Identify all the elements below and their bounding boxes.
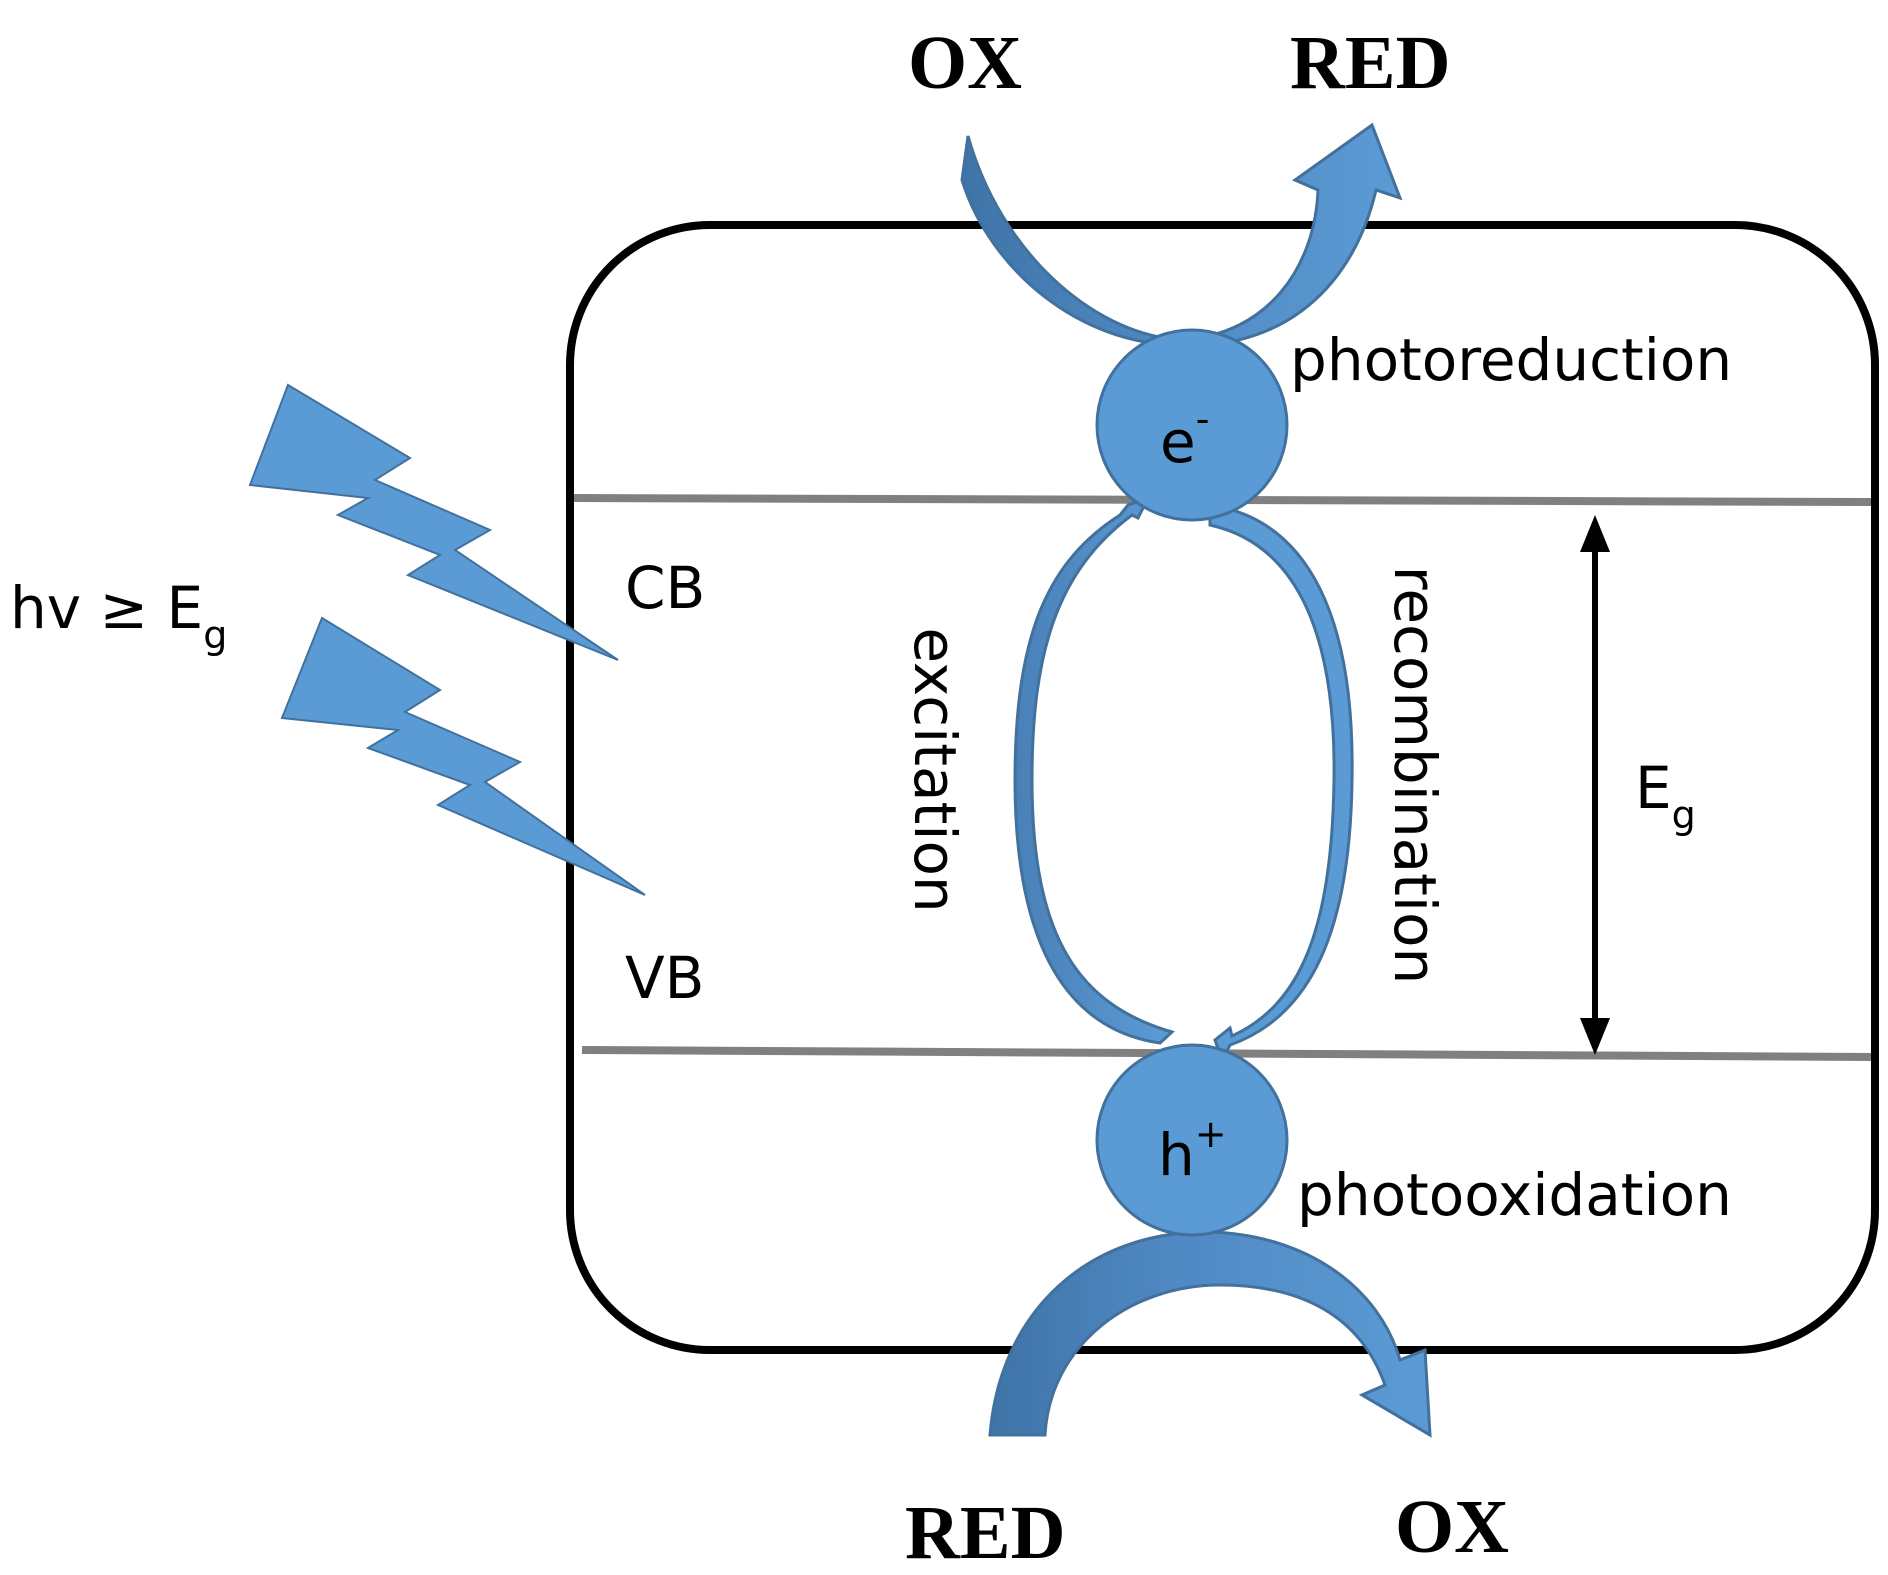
hole-symbol: h — [1158, 1121, 1195, 1189]
conduction-band-label: CB — [625, 554, 705, 622]
top-reactant-label: OX — [908, 21, 1022, 105]
valence-band-label: VB — [625, 944, 704, 1012]
band-gap-arrow-head-up — [1580, 515, 1610, 552]
hole-charge: + — [1195, 1112, 1227, 1156]
band-gap-sub: g — [1672, 793, 1696, 837]
bottom-product-label: OX — [1395, 1485, 1509, 1569]
hole-label: h+ — [1158, 1112, 1227, 1189]
light-energy-label: hv ≥ Eg — [10, 574, 227, 657]
light-energy-sub: g — [203, 613, 227, 657]
electron-label: e- — [1160, 397, 1209, 476]
photooxidation-arrow — [988, 1230, 1432, 1438]
semiconductor-particle-frame — [566, 221, 1879, 1354]
recombination-label: recombination — [1381, 566, 1449, 984]
electron-symbol: e — [1160, 408, 1196, 476]
bottom-reactant-label: RED — [905, 1491, 1065, 1575]
photoreduction-arrow — [960, 122, 1403, 347]
band-gap-symbol: E — [1635, 754, 1672, 822]
band-gap-label: Eg — [1635, 754, 1696, 837]
excitation-arrow — [1013, 495, 1175, 1045]
excitation-label: excitation — [901, 627, 969, 912]
electron-circle — [1095, 328, 1289, 522]
light-bolt-upper-icon — [248, 383, 619, 661]
light-bolt-lower-icon — [280, 616, 646, 896]
electron-charge: - — [1196, 397, 1210, 441]
hole-circle — [1095, 1043, 1289, 1237]
top-product-label: RED — [1290, 21, 1450, 105]
light-energy-main: hv ≥ E — [10, 574, 203, 642]
band-gap-arrow-head-down — [1580, 1018, 1610, 1055]
photoreduction-label: photoreduction — [1290, 326, 1732, 394]
recombination-arrow — [1208, 503, 1354, 1064]
photooxidation-label: photooxidation — [1297, 1161, 1732, 1229]
